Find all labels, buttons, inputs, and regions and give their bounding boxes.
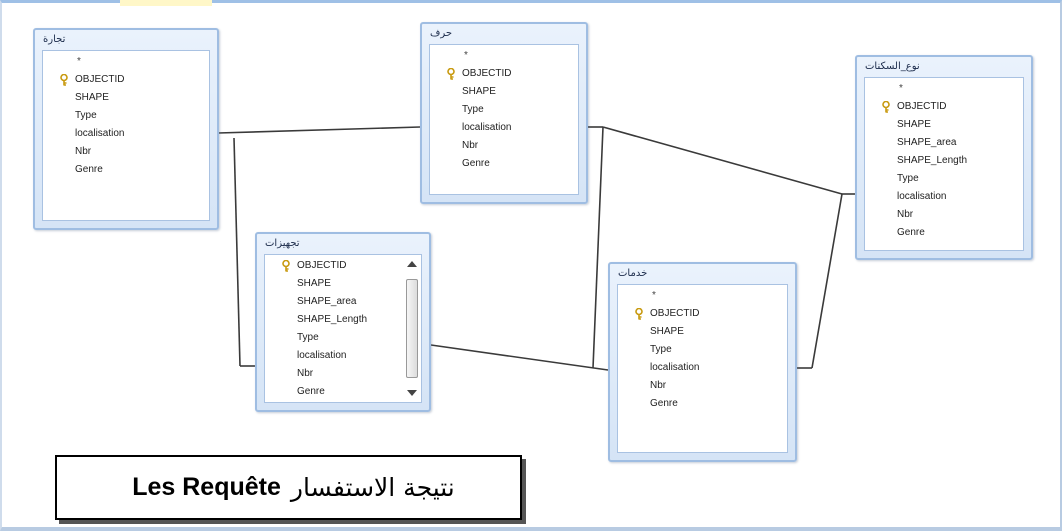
field-localisation[interactable]: localisation	[897, 191, 947, 202]
caption-arabic: نتيجة الاستفسار	[290, 473, 455, 502]
field-nbr[interactable]: Nbr	[462, 140, 479, 151]
field-list[interactable]: * OBJECTID SHAPE Type localisation Nbr G…	[429, 44, 579, 195]
field-list[interactable]: * OBJECTID SHAPE Type localisation Nbr G…	[617, 284, 788, 453]
table-title[interactable]: خدمات	[618, 268, 648, 279]
field-nbr[interactable]: Nbr	[650, 380, 667, 391]
table-window-tijara[interactable]: تجارة * OBJECTID SHAPE Type localisation…	[33, 28, 219, 230]
key-icon	[634, 307, 644, 320]
field-objectid[interactable]: OBJECTID	[865, 98, 1023, 116]
relationship-line	[217, 126, 421, 134]
relationship-line	[233, 137, 241, 367]
field-list[interactable]: OBJECTID SHAPE SHAPE_area SHAPE_Length T…	[264, 254, 422, 403]
field-shape[interactable]: SHAPE	[650, 326, 684, 337]
field-shape-length[interactable]: SHAPE_Length	[297, 314, 368, 325]
table-title[interactable]: حرف	[430, 28, 453, 39]
field-shape-length[interactable]: SHAPE_Length	[897, 155, 968, 166]
field-type[interactable]: Type	[75, 110, 97, 121]
field-shape[interactable]: SHAPE	[297, 278, 331, 289]
field-nbr[interactable]: Nbr	[75, 146, 92, 157]
field-genre[interactable]: Genre	[297, 386, 325, 397]
table-window-hiraf[interactable]: حرف * OBJECTID SHAPE Type localisation N…	[420, 22, 588, 204]
field-list[interactable]: * OBJECTID SHAPE Type localisation Nbr G…	[42, 50, 210, 221]
table-window-khadamat[interactable]: خدمات * OBJECTID SHAPE Type localisation…	[608, 262, 797, 462]
field-localisation[interactable]: localisation	[462, 122, 512, 133]
field-localisation[interactable]: localisation	[75, 128, 125, 139]
key-icon	[446, 67, 456, 80]
field-all[interactable]: *	[464, 50, 468, 61]
relationship-line	[430, 344, 609, 371]
field-objectid[interactable]: OBJECTID	[618, 305, 787, 323]
field-nbr[interactable]: Nbr	[297, 368, 314, 379]
relationship-line	[602, 126, 843, 195]
field-genre[interactable]: Genre	[75, 164, 103, 175]
table-window-tajhizat[interactable]: تجهيزات OBJECTID SHAPE SHAPE_area SHAPE_…	[255, 232, 431, 412]
scroll-up-icon[interactable]	[407, 261, 417, 267]
table-title[interactable]: نوع_السكنات	[865, 61, 920, 72]
field-all[interactable]: *	[652, 290, 656, 301]
field-objectid[interactable]: OBJECTID	[265, 257, 405, 275]
field-shape-area[interactable]: SHAPE_area	[297, 296, 357, 307]
table-window-naw-alsakanat[interactable]: نوع_السكنات * OBJECTID SHAPE SHAPE_area …	[855, 55, 1033, 260]
field-objectid[interactable]: OBJECTID	[430, 65, 578, 83]
field-type[interactable]: Type	[650, 344, 672, 355]
field-nbr[interactable]: Nbr	[897, 209, 914, 220]
field-type[interactable]: Type	[897, 173, 919, 184]
key-icon	[59, 73, 69, 86]
relationship-line	[592, 126, 604, 369]
field-all[interactable]: *	[77, 56, 81, 67]
relationship-line	[811, 193, 843, 369]
field-localisation[interactable]: localisation	[650, 362, 700, 373]
field-localisation[interactable]: localisation	[297, 350, 347, 361]
caption-box: Les Requête نتيجة الاستفسار	[55, 455, 522, 520]
key-icon	[881, 100, 891, 113]
field-shape[interactable]: SHAPE	[462, 86, 496, 97]
field-type[interactable]: Type	[297, 332, 319, 343]
field-shape[interactable]: SHAPE	[75, 92, 109, 103]
field-genre[interactable]: Genre	[650, 398, 678, 409]
key-icon	[281, 259, 291, 272]
scroll-thumb[interactable]	[406, 279, 418, 378]
caption-latin: Les Requête	[132, 473, 281, 501]
table-title[interactable]: تجهيزات	[265, 238, 300, 249]
field-type[interactable]: Type	[462, 104, 484, 115]
field-objectid[interactable]: OBJECTID	[43, 71, 209, 89]
scroll-down-icon[interactable]	[407, 390, 417, 396]
table-title[interactable]: تجارة	[43, 34, 66, 45]
highlight-strip	[120, 0, 212, 6]
field-all[interactable]: *	[899, 83, 903, 94]
field-list[interactable]: * OBJECTID SHAPE SHAPE_area SHAPE_Length…	[864, 77, 1024, 251]
field-shape-area[interactable]: SHAPE_area	[897, 137, 957, 148]
field-genre[interactable]: Genre	[897, 227, 925, 238]
field-shape[interactable]: SHAPE	[897, 119, 931, 130]
field-genre[interactable]: Genre	[462, 158, 490, 169]
vertical-scrollbar[interactable]	[405, 257, 419, 400]
